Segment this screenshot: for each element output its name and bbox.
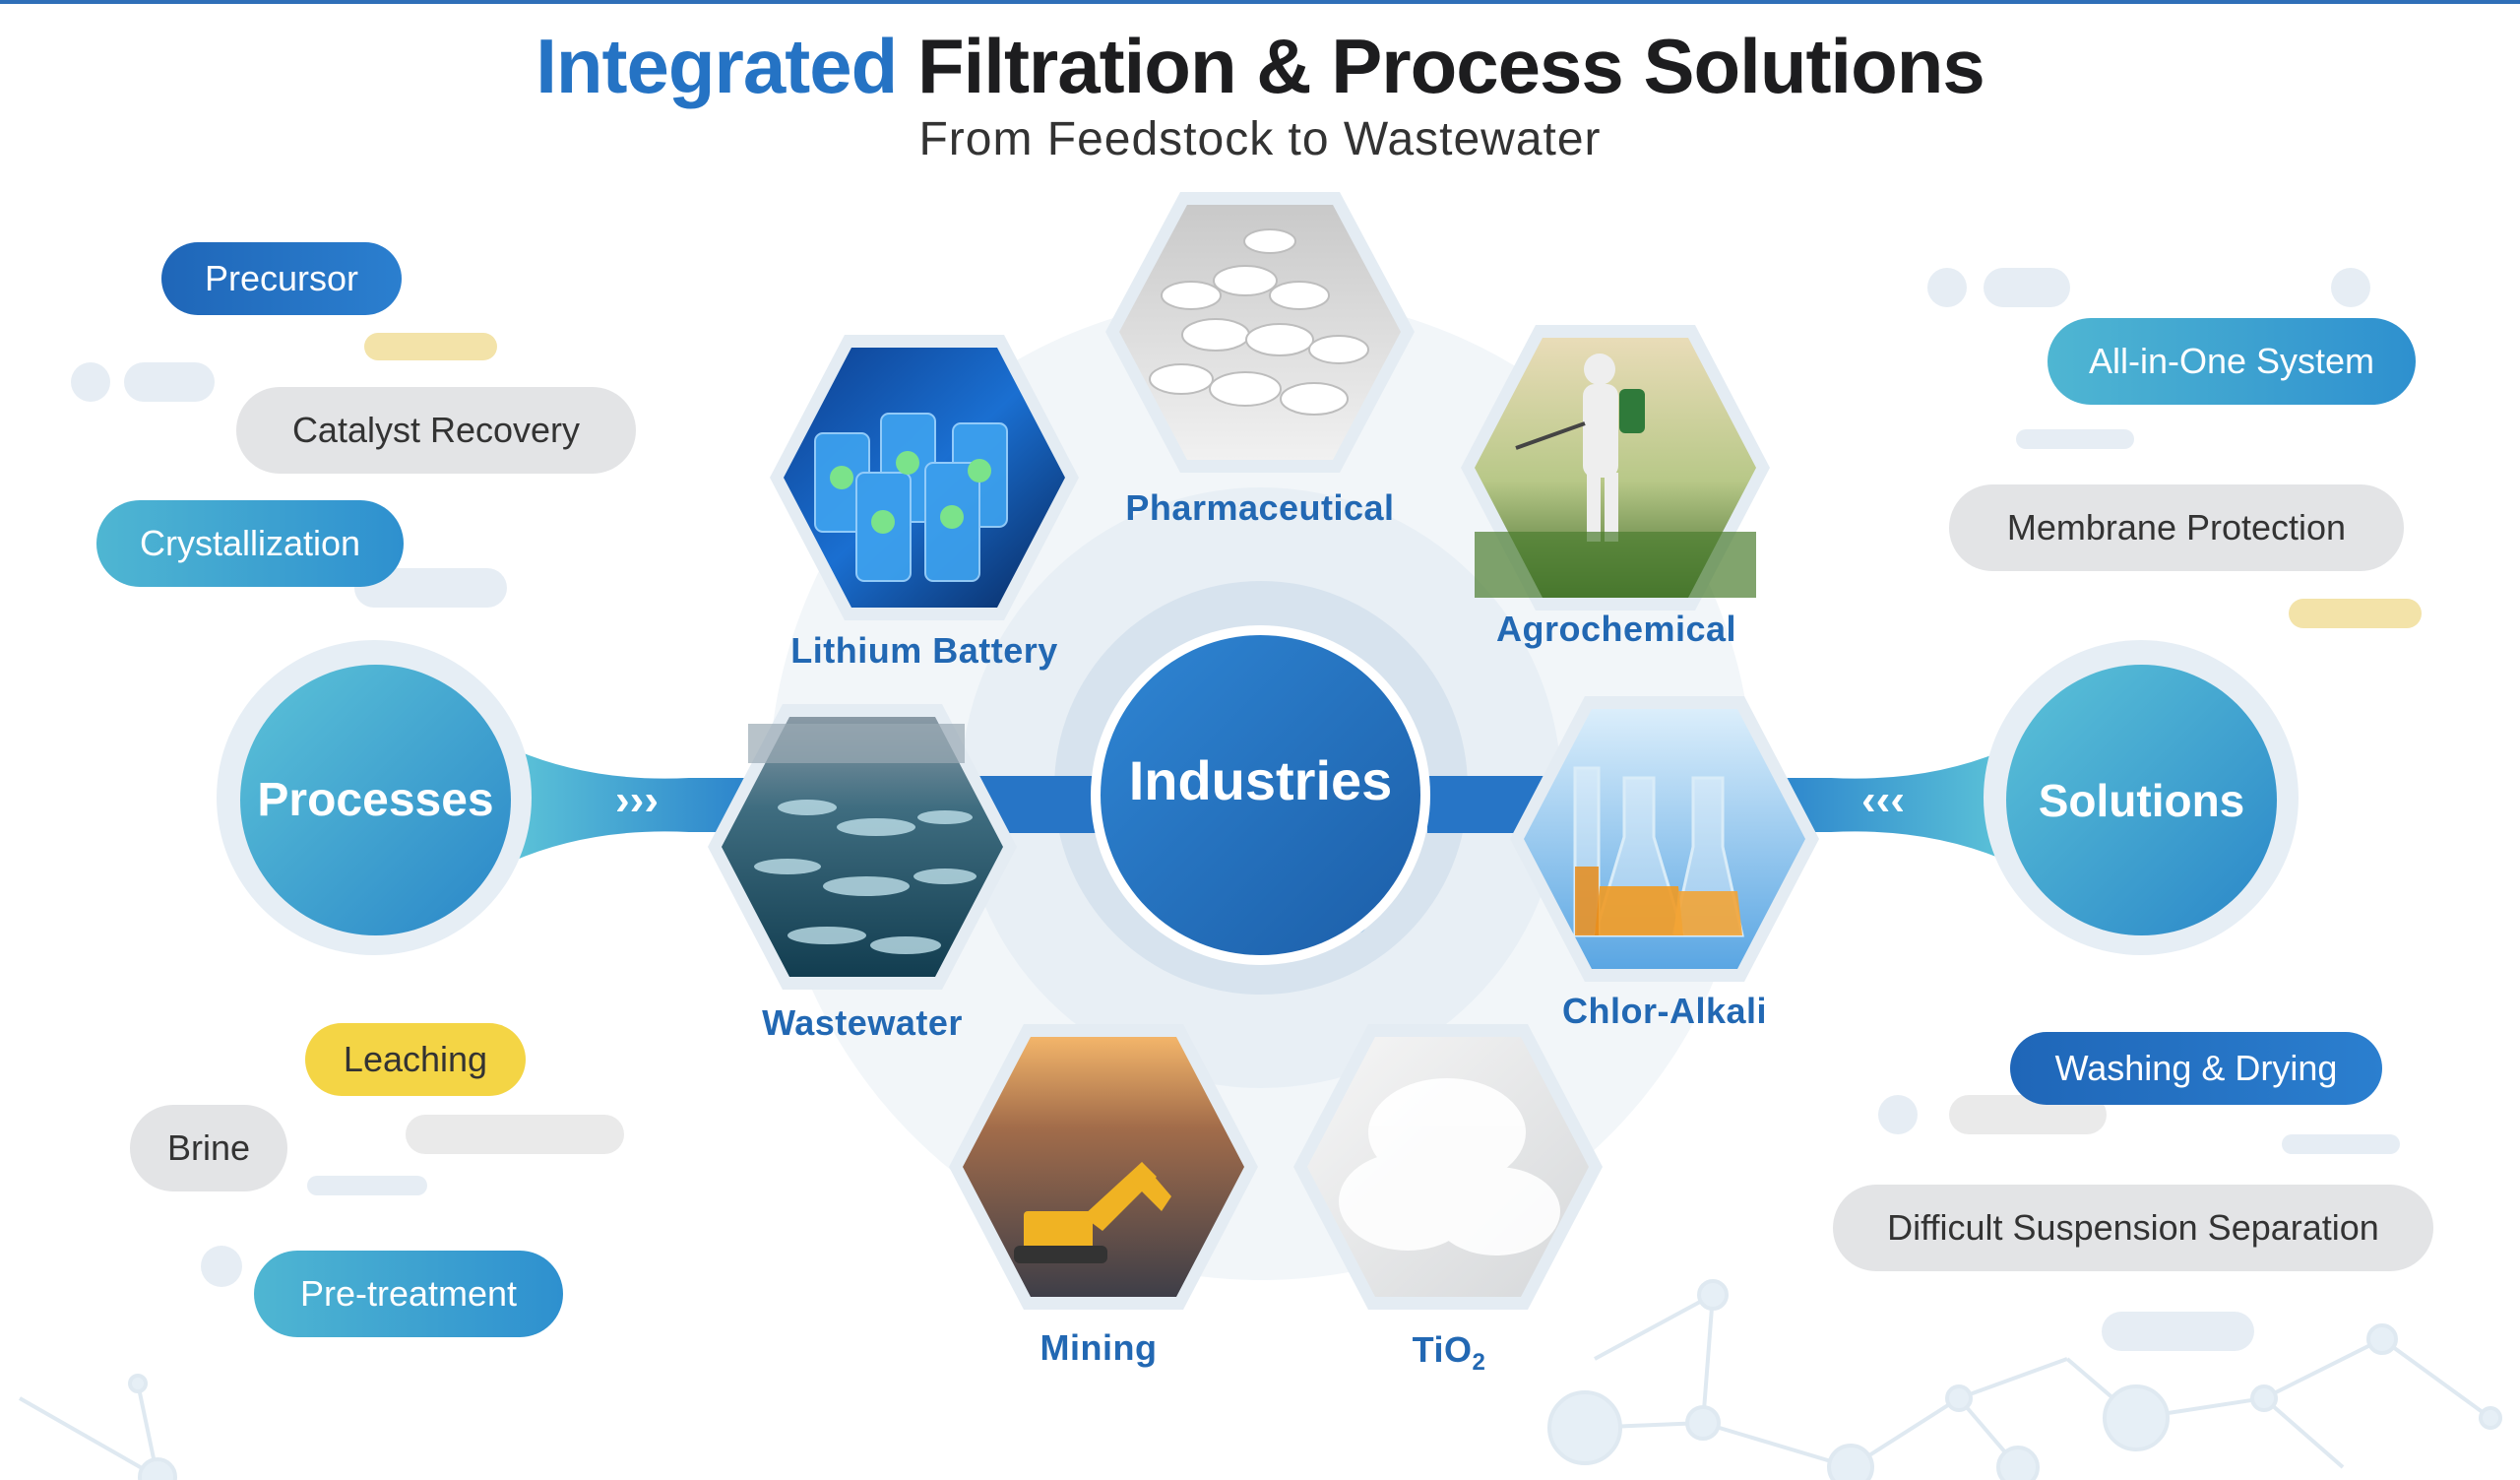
solution-washing-drying[interactable]: Washing & Drying [2010,1032,2382,1105]
title-rest: Filtration & Process Solutions [916,23,1985,109]
tio2-subscript: 2 [1472,1349,1486,1377]
process-crystallization[interactable]: Crystallization [96,500,404,587]
process-catalyst-recovery[interactable]: Catalyst Recovery [236,387,636,474]
solution-membrane-protection[interactable]: Membrane Protection [1949,484,2404,571]
deco-dot [1927,268,1967,307]
deco-bar [406,1115,624,1154]
deco-bar [1984,268,2070,307]
solutions-label: Solutions [2038,774,2245,826]
process-leaching[interactable]: Leaching [305,1023,526,1096]
deco-dot [1878,1095,1918,1134]
process-brine[interactable]: Brine [130,1105,287,1191]
page-title: Integrated Filtration & Process Solution… [0,22,2520,111]
process-precursor[interactable]: Precursor [161,242,402,315]
deco-yellow-bar [364,333,497,360]
hex-tio2 [1293,1024,1603,1310]
top-border-line [0,0,2520,4]
deco-dot [201,1246,242,1287]
industries-label: Industries [1128,749,1393,811]
solution-all-in-one-system[interactable]: All-in-One System [2048,318,2416,405]
process-pre-treatment[interactable]: Pre-treatment [254,1251,563,1337]
deco-bar [2282,1134,2400,1154]
tio2-text: TiO [1412,1329,1473,1370]
label-agrochemical: Agrochemical [1495,609,1737,649]
industries-inner: Industries [1101,635,1420,955]
label-lithium-battery: Lithium Battery [790,630,1058,671]
deco-bar [2102,1312,2254,1351]
hex-lithium-battery [770,335,1079,620]
processes-label: Processes [257,774,494,826]
hex-agrochemical [1461,325,1770,611]
left-connector [512,748,748,862]
title-accent: Integrated [536,23,898,109]
deco-dot [2331,268,2370,307]
right-connector [1772,748,2008,862]
label-tio2: TiO2 [1282,1329,1616,1377]
deco-yellow-bar [2289,599,2422,628]
hex-pharmaceutical [1105,192,1415,473]
deco-dot [71,362,110,402]
deco-bar [2016,429,2134,449]
label-pharmaceutical: Pharmaceutical [1125,487,1395,528]
label-chlor-alkali: Chlor-Alkali [1561,991,1768,1031]
hex-chlor-alkali [1510,696,1819,982]
solutions-circle[interactable]: Solutions [2006,665,2277,935]
solution-difficult-suspension-separation[interactable]: Difficult Suspension Separation [1833,1185,2433,1271]
label-mining: Mining [1040,1327,1158,1368]
hex-mining [949,1024,1258,1310]
processes-arrows: ››› [615,776,659,824]
solutions-arrows: ‹‹‹ [1861,776,1905,824]
hex-wastewater [708,704,1017,990]
deco-bar [124,362,215,402]
label-wastewater: Wastewater [762,1002,963,1043]
molecule-network [19,1279,2502,1480]
processes-circle[interactable]: Processes [240,665,511,935]
page-subtitle: From Feedstock to Wastewater [918,113,1602,165]
deco-bar [307,1176,427,1195]
